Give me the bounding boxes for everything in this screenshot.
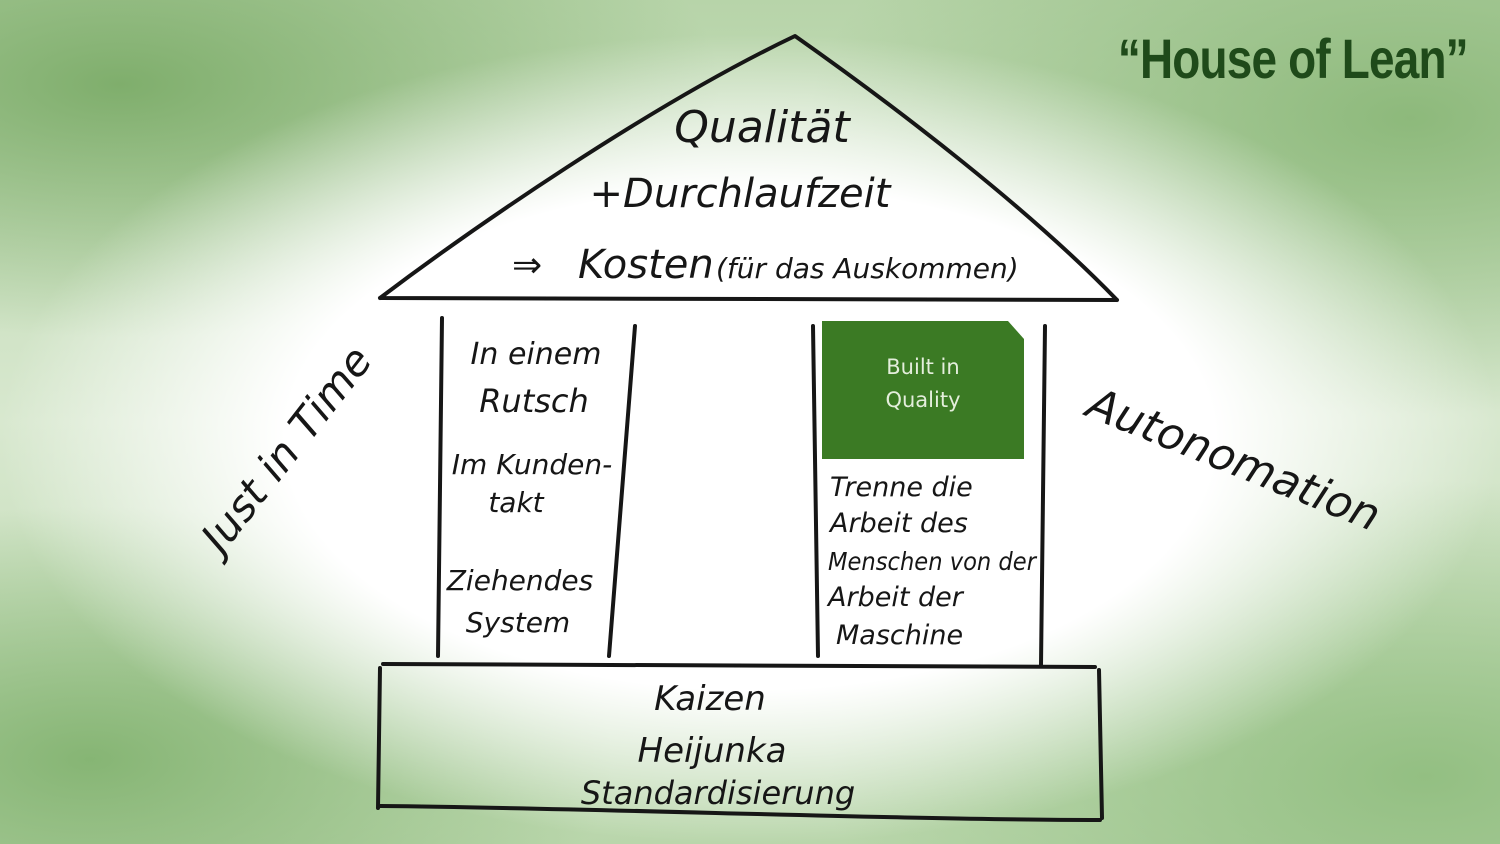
autonomation-label: Autonomation: [1077, 377, 1387, 542]
right-line-1: Trenne die: [830, 472, 973, 503]
right-line-3: Menschen von der: [828, 547, 1038, 576]
roof-outline: [378, 34, 1119, 302]
roof-costs-text: Kosten: [578, 242, 714, 288]
roof-quality-text: Qualität: [674, 102, 851, 153]
right-line-4: Arbeit der: [826, 582, 965, 613]
right-pillar-outline: [811, 324, 1047, 667]
left-item-2-line-2: takt: [488, 486, 544, 519]
right-line-5: Maschine: [836, 620, 963, 651]
foundation-outline: [376, 662, 1104, 822]
foundation-heijunka: Heijunka: [638, 731, 787, 771]
left-item-3-line-2: System: [466, 606, 570, 639]
foundation-standardisierung: Standardisierung: [581, 774, 855, 812]
left-pillar-outline: [436, 316, 637, 658]
roof-throughput-text: +Durchlaufzeit: [590, 171, 892, 217]
left-item-3-line-1: Ziehendes: [446, 564, 594, 597]
foundation-kaizen: Kaizen: [654, 679, 766, 719]
page-title: “House of Lean”: [1118, 27, 1469, 90]
roof-arrow-icon: ⇒: [512, 245, 542, 286]
right-line-2: Arbeit des: [828, 508, 968, 539]
roof-costs-note: (für das Auskommen): [716, 252, 1019, 285]
left-item-1-line-2: Rutsch: [479, 382, 589, 420]
built-in-quality-label: Built in Quality: [885, 355, 961, 412]
left-item-1-line-1: In einem: [471, 337, 602, 372]
left-item-2-line-1: Im Kunden-: [452, 448, 612, 481]
built-in-quality-box: Built in Quality: [822, 321, 1024, 459]
just-in-time-label: Just in Time: [187, 337, 382, 567]
